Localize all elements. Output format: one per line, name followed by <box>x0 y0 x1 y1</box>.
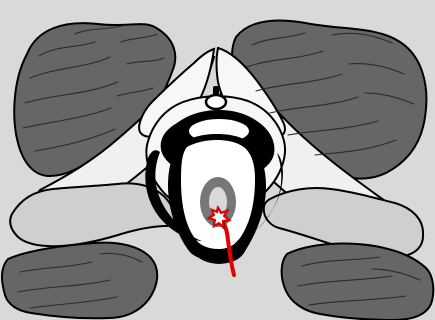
left-lower-muscle <box>2 243 157 319</box>
small-ring-stem <box>213 86 219 96</box>
small-ring <box>206 95 226 109</box>
